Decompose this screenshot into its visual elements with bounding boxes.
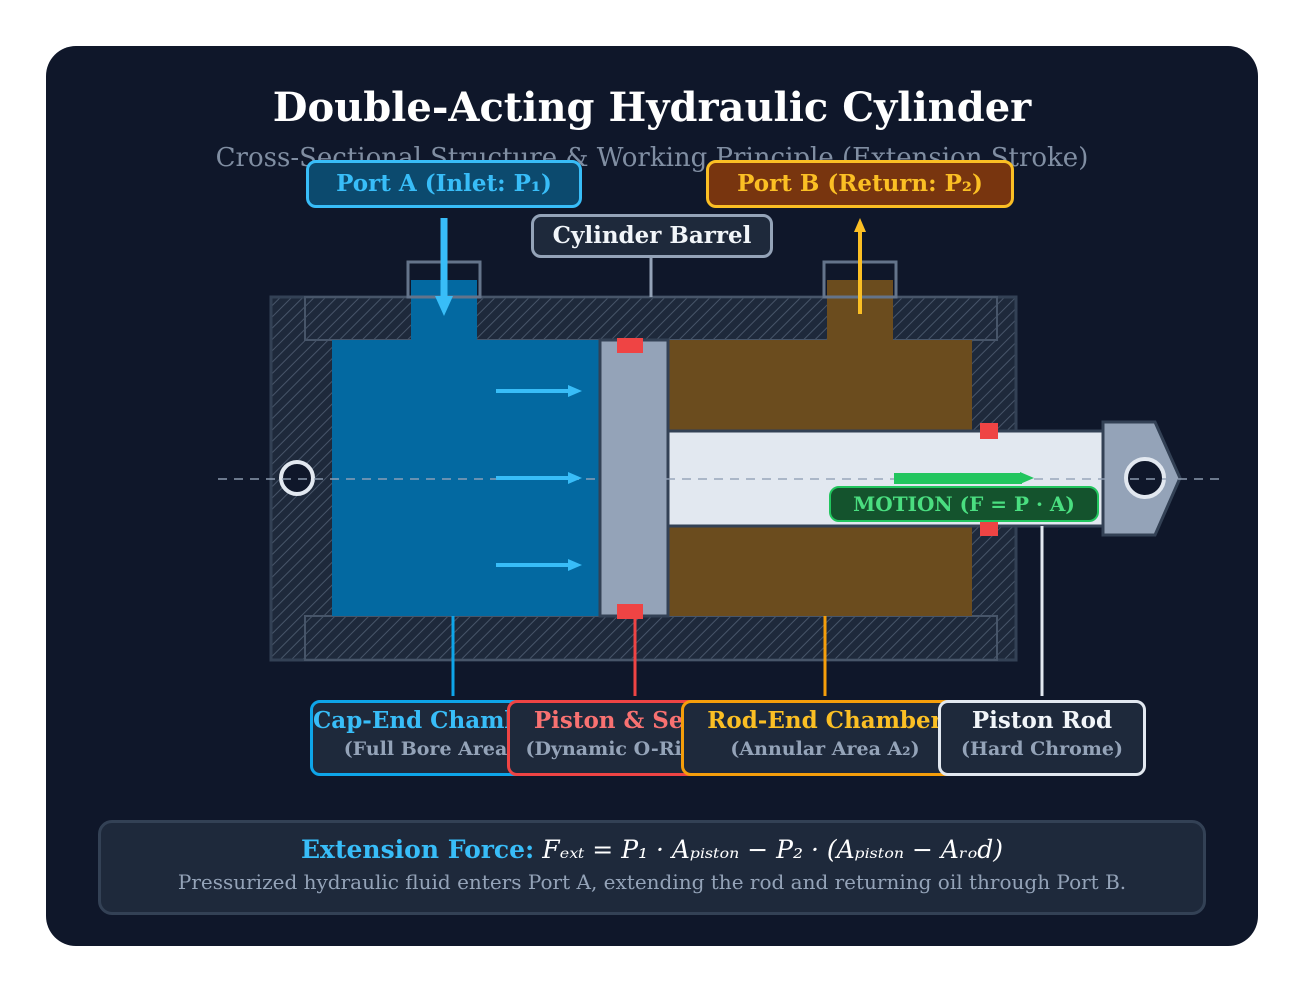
pressure-arrows [496, 385, 582, 571]
cap-pivot-icon [279, 460, 315, 496]
rod-seal-top [980, 423, 998, 439]
formula-description: Pressurized hydraulic fluid enters Port … [177, 870, 1127, 894]
page-title: Double-Acting Hydraulic Cylinder [272, 84, 1032, 131]
formula-box: Extension Force:Fₑₓₜ = P₁ · Aₚᵢₛₜₒₙ − P₂… [98, 820, 1206, 915]
port-a-label: Port A (Inlet: P₁) [306, 160, 582, 208]
rod-end-label: Rod-End Chamber (Annular Area A₂) [681, 700, 969, 776]
rod-seal-bottom [980, 520, 998, 536]
formula-lead: Extension Force: [300, 835, 535, 864]
port-b-arrow-icon [854, 218, 866, 232]
port-a-arrow-icon [435, 296, 453, 316]
formula-expression: Fₑₓₜ = P₁ · Aₚᵢₛₜₒₙ − P₂ · (Aₚᵢₛₜₒₙ − Aᵣ… [542, 835, 1003, 864]
formula-line: Extension Force:Fₑₓₜ = P₁ · Aₚᵢₛₜₒₙ − P₂… [101, 835, 1203, 864]
cylinder-barrel-label: Cylinder Barrel [531, 214, 773, 258]
piston-rod-label: Piston Rod (Hard Chrome) [938, 700, 1146, 776]
page-subtitle: Cross-Sectional Structure & Working Prin… [215, 143, 1089, 173]
motion-label: MOTION (F = P · A) [829, 486, 1099, 522]
port-b-label: Port B (Return: P₂) [706, 160, 1014, 208]
piston-seal-top [617, 338, 643, 353]
motion-arrow [894, 473, 1022, 484]
piston-seal-bottom [617, 604, 643, 619]
